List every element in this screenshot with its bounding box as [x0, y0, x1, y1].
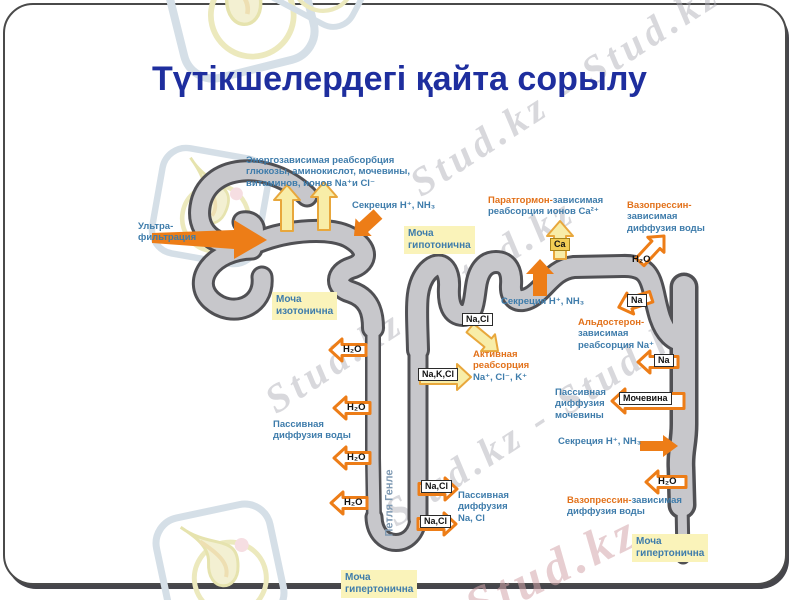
h2o-up-right-arrow — [634, 234, 666, 268]
label-henle-loop: Петля Генле — [383, 469, 396, 537]
label-vasopressin-1: Вазопрессин-зависимая диффузия воды — [627, 200, 705, 234]
tag-h2o: H₂O — [347, 402, 366, 413]
secretion-arrow-3 — [640, 435, 678, 457]
label-energy-reabsorption: Энергозависимая реабсорбция глюкозы, ами… — [246, 155, 410, 189]
tag-h2o: H₂O — [632, 254, 651, 265]
label-urine-hypertonic-right: Моча гипертонична — [632, 534, 709, 562]
label-parathormone-head: Паратгормон- — [488, 195, 553, 206]
label-parathormone-tail: зависимая реабсорция ионов Ca²⁺ — [488, 195, 604, 218]
label-vasopressin-1-head: Вазопрессин- — [627, 200, 692, 211]
label-vasopressin-2: Вазопрессин-зависимая диффузия воды — [567, 495, 682, 518]
label-secretion-3: Секреция H⁺, NH₃ — [558, 436, 642, 447]
tag-nakcl: Na,K,Cl — [418, 368, 459, 381]
stud-kz-logo-icon — [151, 499, 289, 600]
h2o-left-arrow — [644, 469, 688, 495]
tag-nacl: Na,Cl — [462, 313, 494, 326]
reabsorption-up-arrow — [310, 181, 338, 231]
h2o-left-arrow — [332, 395, 372, 421]
label-parathormone: Паратгормон-зависимая реабсорция ионов C… — [488, 195, 620, 218]
yellow-arrows — [273, 181, 574, 391]
tag-h2o: H₂O — [344, 497, 363, 508]
tag-h2o: H₂O — [347, 452, 366, 463]
tag-h2o: H₂O — [658, 476, 677, 487]
tag-nacl: Na,Cl — [421, 480, 453, 493]
tag-na: Na — [654, 354, 674, 367]
label-urine-isotonic: Моча изотонична — [272, 292, 338, 320]
label-aldosterone-tail: зависимая реабсорция Na⁺ — [578, 328, 655, 351]
label-urine-hypertonic-bottom: Моча гипертонична — [341, 570, 418, 598]
stud-kz-logo-icon — [255, 0, 388, 35]
tag-ca: Ca — [550, 238, 570, 251]
tag-na: Na — [627, 294, 647, 307]
label-secretion-1: Секреция H⁺, NH₃ — [352, 200, 436, 211]
label-secretion-2: Секреция H⁺, NH₃ — [501, 296, 585, 307]
label-vasopressin-2-head: Вазопрессин- — [567, 495, 632, 506]
label-aldosterone: Альдостерон-зависимая реабсорция Na⁺ — [578, 317, 654, 351]
slide-title: Түтікшелердегі қайта сорылу — [152, 60, 647, 98]
h2o-left-arrow — [328, 337, 368, 363]
label-aldosterone-head: Альдостерон- — [578, 317, 645, 328]
label-active-reabsorption-tail: Na⁺, Cl⁻, K⁺ — [473, 371, 528, 383]
solid-orange-arrows — [152, 209, 678, 457]
reabsorption-up-arrow — [273, 184, 301, 232]
label-passive-urea: Пассивная диффузия мочевины — [555, 387, 606, 421]
secretion-arrow-2 — [526, 259, 554, 296]
label-passive-nacl: Пассивная диффузия Na, Cl — [458, 490, 509, 524]
label-urine-hypotonic: Моча гипотонична — [404, 226, 475, 254]
secretion-arrow-1 — [354, 209, 383, 236]
tag-urea: Мочевина — [619, 392, 672, 405]
tag-h2o: H₂O — [343, 344, 362, 355]
tag-nacl: Na,Cl — [420, 515, 452, 528]
h2o-left-arrow — [329, 490, 369, 516]
tubule-body — [191, 162, 695, 562]
label-active-reabsorption-head: Активная реабсорция — [473, 349, 530, 372]
label-vasopressin-1-tail: зависимая диффузия воды — [627, 211, 705, 234]
h2o-left-arrow — [332, 445, 372, 471]
ultrafiltration-arrow — [152, 220, 267, 259]
label-passive-water: Пассивная диффузия воды — [273, 419, 351, 442]
nacl-down-arrow — [465, 322, 499, 353]
label-vasopressin-2-tail: зависимая диффузия воды — [567, 495, 682, 518]
label-ultrafiltration: Ультра- фильтрация — [138, 221, 197, 244]
